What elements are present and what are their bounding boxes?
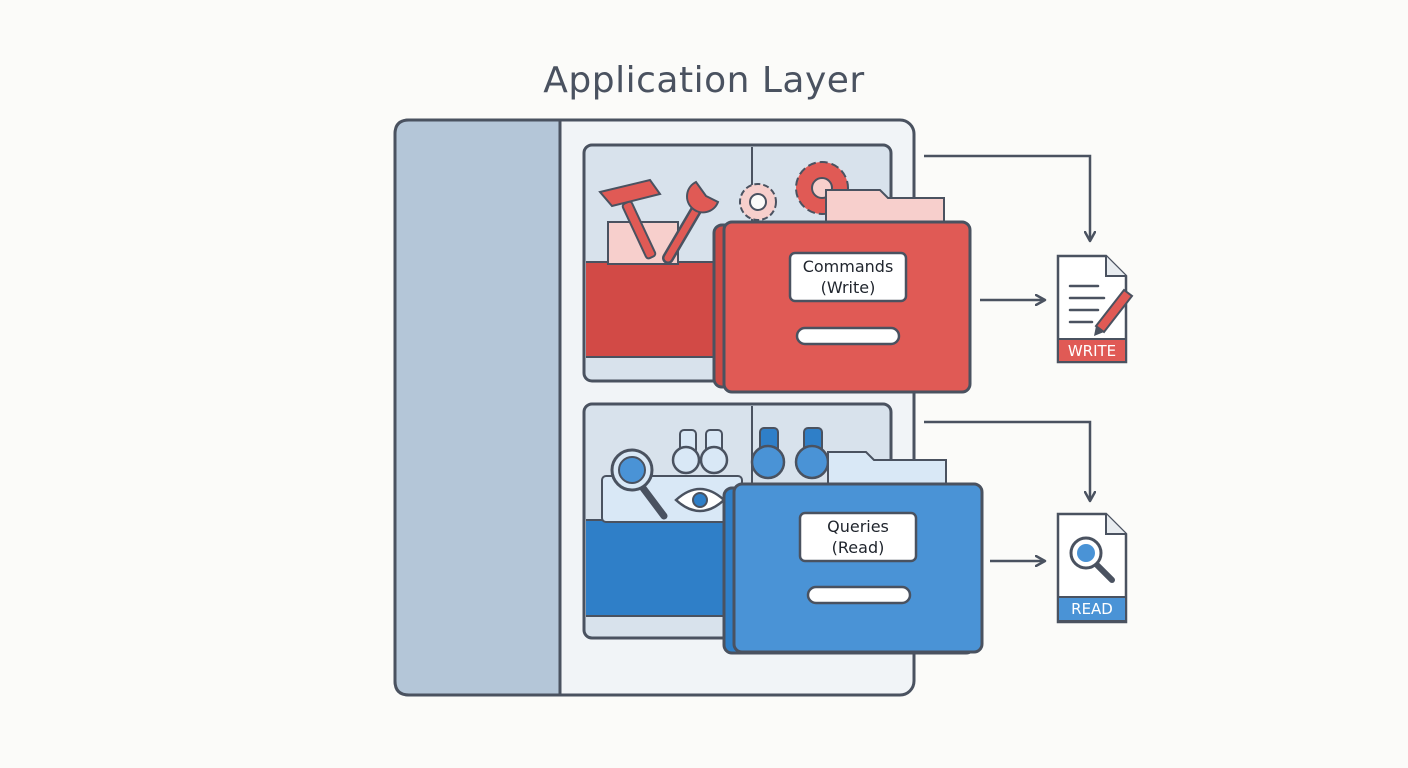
read-badge (1057, 596, 1127, 622)
read-badge-label: READ (1071, 600, 1113, 618)
queries-drawer-handle (806, 585, 912, 605)
commands-label-line2: (Write) (820, 278, 876, 297)
binoculars-icon (671, 429, 729, 475)
magnifier-icon (610, 448, 668, 520)
write-badge (1057, 338, 1127, 363)
bottom-drawer-front (586, 520, 736, 616)
commands-label: Commands (Write) (790, 256, 906, 298)
hammer-icon (598, 178, 662, 260)
commands-route-arrow (924, 154, 1090, 240)
commands-label-line1: Commands (802, 257, 894, 276)
diagram-title: Application Layer (543, 60, 865, 101)
queries-folder (722, 451, 984, 655)
cabinet-side-panel (393, 118, 562, 697)
write-document (1056, 254, 1134, 364)
queries-label: Queries (Read) (800, 516, 916, 558)
queries-label-line1: Queries (827, 517, 889, 536)
wrench-icon (662, 180, 720, 264)
read-document (1056, 512, 1128, 624)
write-badge-label: WRITE (1067, 342, 1117, 360)
commands-folder (712, 189, 972, 394)
eye-icon (674, 487, 726, 513)
commands-label-box (788, 251, 908, 303)
search-icon (1069, 536, 1115, 583)
binoculars-icon-blue (750, 427, 830, 480)
gear-icon (739, 183, 777, 221)
top-drawer-front (586, 262, 726, 357)
queries-route-arrow (924, 420, 1090, 500)
pencil-icon (1094, 288, 1134, 336)
commands-drawer-handle (795, 326, 901, 346)
queries-label-box (798, 511, 918, 563)
queries-label-line2: (Read) (831, 538, 885, 557)
